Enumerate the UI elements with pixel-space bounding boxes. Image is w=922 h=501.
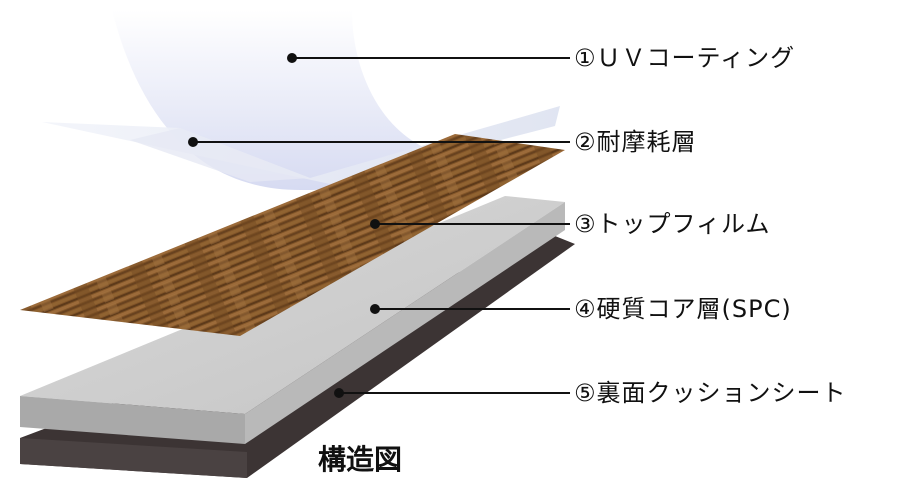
label-cushion-sheet: ⑤裏面クッションシート — [574, 379, 847, 407]
top-film-layer — [20, 134, 565, 336]
diagram-caption: 構造図 — [318, 443, 403, 476]
label-spc-core: ④硬質コア層(SPC) — [574, 295, 792, 323]
leader-lines — [188, 53, 570, 398]
label-uv-coating: ①ＵＶコーティング — [574, 44, 796, 72]
label-wear-layer: ②耐摩耗層 — [574, 128, 697, 156]
label-top-film: ③トップフィルム — [574, 210, 771, 238]
